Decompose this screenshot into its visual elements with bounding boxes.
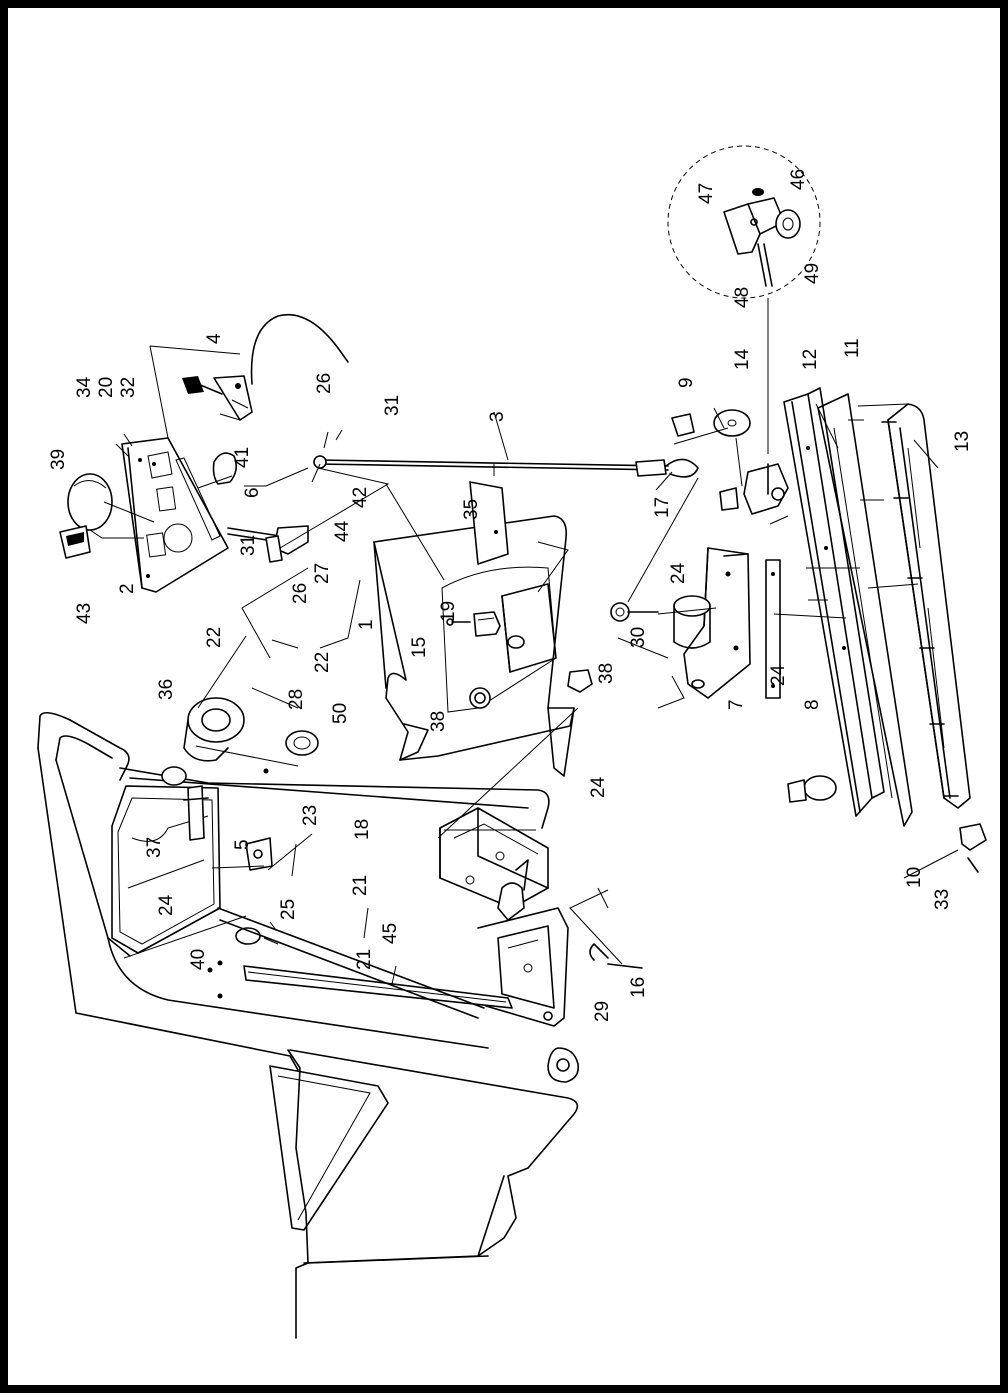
callout-19: 19 xyxy=(438,601,459,622)
callout-17: 17 xyxy=(652,497,673,518)
callout-48: 48 xyxy=(732,287,753,308)
callout-3: 3 xyxy=(487,411,508,422)
part-40-bracket xyxy=(235,927,261,945)
callout-labels: 1 2 3 4 5 6 7 8 9 10 11 12 13 14 15 16 1… xyxy=(48,169,973,1022)
part-33-screw xyxy=(967,857,979,873)
callout-18: 18 xyxy=(352,819,373,840)
callout-23: 23 xyxy=(300,805,321,826)
part-12-channel xyxy=(783,387,885,817)
leader-lines xyxy=(89,345,959,985)
main-frame xyxy=(37,712,580,1339)
callout-29: 29 xyxy=(592,1001,613,1022)
part-30-eyebolt xyxy=(610,602,659,622)
part-37-latch xyxy=(183,785,209,841)
callout-9: 9 xyxy=(676,377,697,388)
callout-1: 1 xyxy=(356,619,377,630)
diagram-drawing: 1 2 3 4 5 6 7 8 9 10 11 12 13 14 15 16 1… xyxy=(37,145,987,1339)
callout-30: 30 xyxy=(628,627,649,648)
callout-38b: 38 xyxy=(596,663,617,684)
callout-44: 44 xyxy=(332,520,353,542)
callout-24c: 24 xyxy=(588,776,609,798)
callout-15: 15 xyxy=(409,637,430,658)
callout-34: 34 xyxy=(74,376,95,398)
part-47-caster-bracket xyxy=(743,463,789,515)
callout-26b: 26 xyxy=(290,583,311,604)
callout-11: 11 xyxy=(842,338,863,358)
callout-50: 50 xyxy=(330,703,351,724)
caster-detail-bubble xyxy=(667,145,821,454)
callout-37: 37 xyxy=(144,837,165,858)
part-9-knob xyxy=(671,413,807,803)
callout-14: 14 xyxy=(732,348,753,370)
callout-32: 32 xyxy=(118,377,139,398)
callout-24b: 24 xyxy=(768,664,789,686)
callout-46: 46 xyxy=(788,169,809,190)
callout-43: 43 xyxy=(74,603,95,624)
callout-12: 12 xyxy=(800,349,821,370)
callout-13: 13 xyxy=(952,431,973,452)
callout-7: 7 xyxy=(726,699,747,710)
callout-21b: 21 xyxy=(354,949,375,970)
callout-8: 8 xyxy=(802,699,823,710)
part-13-base-rail xyxy=(881,403,971,809)
callout-31a: 31 xyxy=(382,395,403,416)
callout-20: 20 xyxy=(96,377,117,398)
callout-10: 10 xyxy=(904,867,925,888)
part-39-dial xyxy=(67,473,113,531)
part-2-console-plate xyxy=(121,437,229,593)
callout-33: 33 xyxy=(932,889,953,910)
callout-22b: 22 xyxy=(312,652,333,673)
callout-40: 40 xyxy=(188,949,209,970)
callout-36: 36 xyxy=(156,679,177,700)
callout-41: 41 xyxy=(232,447,253,468)
callout-16: 16 xyxy=(628,977,649,998)
part-36-hub xyxy=(161,697,245,786)
callout-38a: 38 xyxy=(428,711,449,732)
part-4-sensor xyxy=(182,314,349,421)
callout-35: 35 xyxy=(461,499,482,520)
part-5-clip xyxy=(245,837,273,871)
callout-4: 4 xyxy=(204,333,225,344)
callout-26a: 26 xyxy=(314,373,335,394)
callout-39: 39 xyxy=(48,449,69,470)
callout-31b: 31 xyxy=(238,535,259,556)
callout-25: 25 xyxy=(278,899,299,920)
part-43-switch xyxy=(59,525,91,559)
part-16-pin xyxy=(607,963,643,969)
callout-24a: 24 xyxy=(668,562,689,584)
callout-47: 47 xyxy=(696,183,717,204)
callout-27: 27 xyxy=(312,563,333,584)
exploded-parts-diagram: 1 2 3 4 5 6 7 8 9 10 11 12 13 14 15 16 1… xyxy=(8,8,1000,1385)
part-8-plate xyxy=(765,559,781,699)
callout-21a: 21 xyxy=(350,875,371,896)
callout-28: 28 xyxy=(286,689,307,710)
part-10-end-cap xyxy=(959,823,987,851)
part-1-shroud xyxy=(373,481,593,777)
callout-2: 2 xyxy=(117,583,138,594)
part-3-cable xyxy=(313,455,699,478)
callout-6: 6 xyxy=(242,487,263,498)
part-29-pin xyxy=(589,943,609,961)
part-50-ring xyxy=(285,730,319,756)
part-11-plate xyxy=(817,393,913,827)
callout-24d: 24 xyxy=(156,894,177,916)
callout-45: 45 xyxy=(380,923,401,944)
callout-49: 49 xyxy=(802,263,823,284)
callout-42: 42 xyxy=(350,487,371,508)
callout-5: 5 xyxy=(232,839,253,850)
callout-22a: 22 xyxy=(204,627,225,648)
